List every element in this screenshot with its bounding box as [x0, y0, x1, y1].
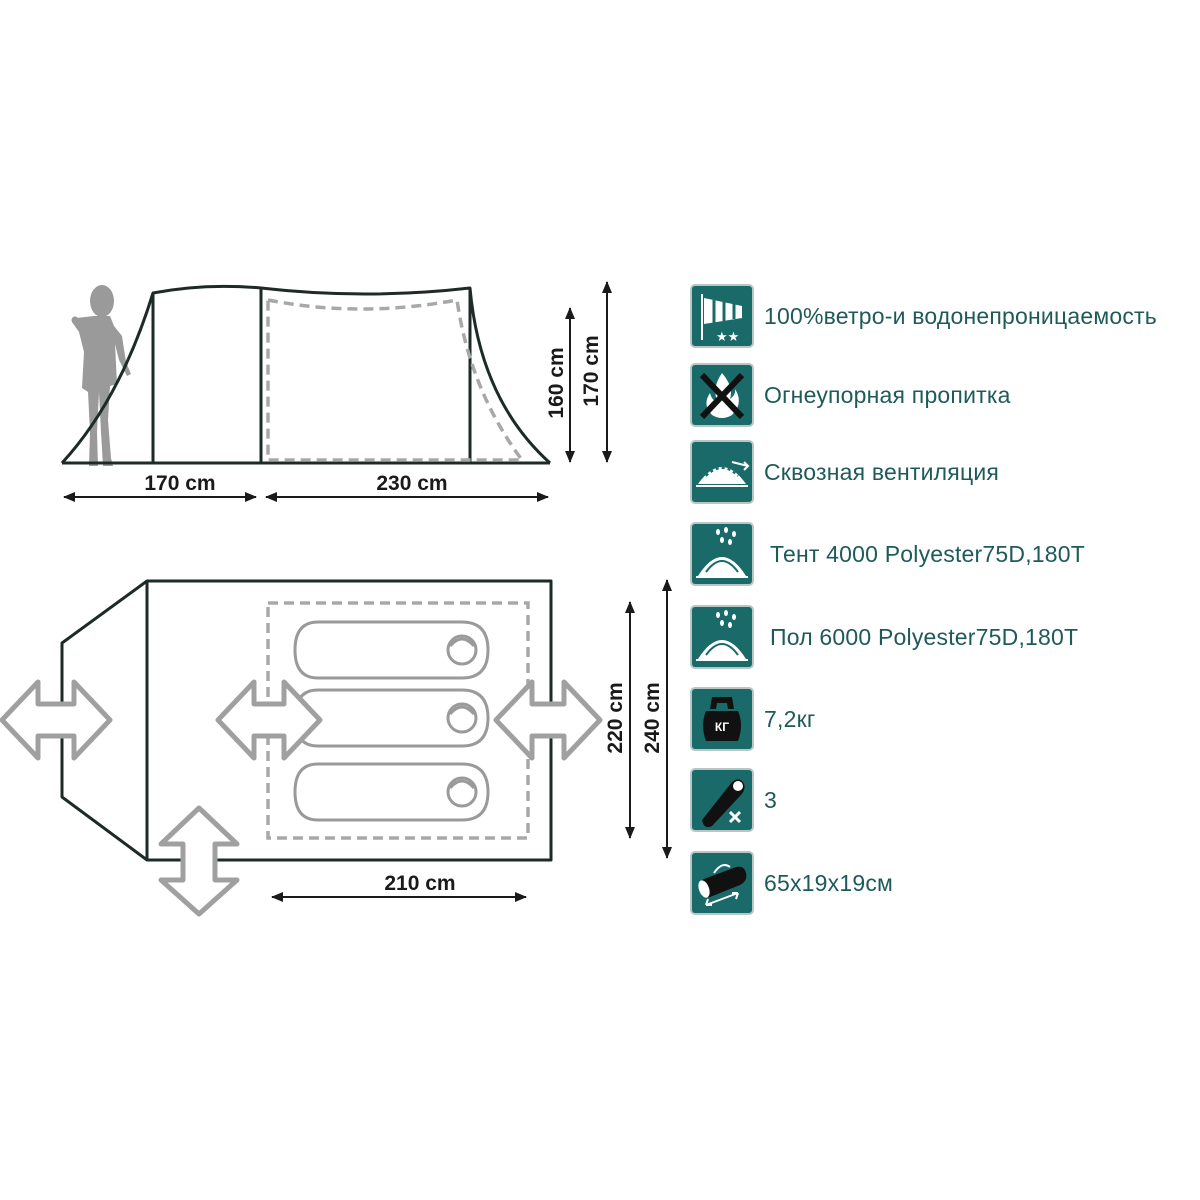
entrance-arrow-bottom: [158, 805, 240, 917]
sleeping-bag: [293, 762, 490, 822]
ventilation-icon: [690, 440, 754, 504]
feature-text: 3: [764, 787, 777, 813]
entrance-arrow-middle: [215, 679, 323, 761]
feature-text: 7,2кг: [764, 706, 816, 732]
feature-item-capacity: 3: [690, 768, 1200, 834]
feature-item-floor-fabric: Пол 6000 Polyester75D,180T: [690, 605, 1200, 671]
top-width-inner: 220 cm: [604, 682, 627, 753]
feature-item-tent-fabric: Тент 4000 Polyester75D,180T: [690, 522, 1200, 588]
svg-text:★★: ★★: [716, 330, 739, 345]
feature-text: 65x19x19см: [764, 870, 894, 896]
feature-item-weight: КГ 7,2кг: [690, 687, 1200, 753]
weight-icon: КГ: [690, 687, 754, 751]
feature-text: Пол 6000 Polyester75D,180T: [770, 624, 1079, 650]
feature-text: Тент 4000 Polyester75D,180T: [770, 541, 1086, 567]
side-width-vestibule: 170 cm: [144, 472, 215, 495]
sleeping-bags: [293, 620, 490, 822]
side-height-total: 170 cm: [580, 335, 603, 406]
feature-item-ventilation: Сквозная вентиляция: [690, 440, 1200, 506]
rain-floor-icon: [690, 605, 754, 669]
side-width-inner: 230 cm: [376, 472, 447, 495]
entrance-arrow-left: [0, 679, 113, 761]
person-silhouette: [71, 285, 131, 466]
sleeping-bag: [293, 620, 490, 680]
rain-tent-icon: [690, 522, 754, 586]
feature-text: 100%ветро-и водонепроницаемость: [764, 303, 1157, 329]
tent-side-outline: [60, 284, 552, 465]
top-width-total: 240 cm: [641, 682, 664, 753]
feature-text: Огнеупорная пропитка: [764, 382, 1011, 408]
no-fire-icon: [690, 363, 754, 427]
feature-item-pack-size: 65x19x19см: [690, 851, 1200, 917]
entrance-arrow-right: [493, 679, 603, 761]
pack-bag-icon: [690, 851, 754, 915]
sleeping-bag: [293, 688, 490, 748]
side-height-inner: 160 cm: [545, 347, 568, 418]
inner-tent-side-dashed: [266, 297, 526, 462]
weight-badge: КГ: [715, 720, 729, 734]
feature-item-fireproof: Огнеупорная пропитка: [690, 363, 1200, 429]
windsock-icon: ★★: [690, 284, 754, 348]
sleeping-bag-icon: [690, 768, 754, 832]
feature-text: Сквозная вентиляция: [764, 459, 1000, 485]
side-view: 170 cm 230 cm 160 cm 170 cm: [60, 281, 612, 502]
feature-item-windproof: ★★ 100%ветро-и водонепроницаемость: [690, 284, 1200, 350]
top-view: 210 cm 220 cm 240 cm: [0, 579, 672, 917]
top-length-inner: 210 cm: [384, 872, 455, 895]
